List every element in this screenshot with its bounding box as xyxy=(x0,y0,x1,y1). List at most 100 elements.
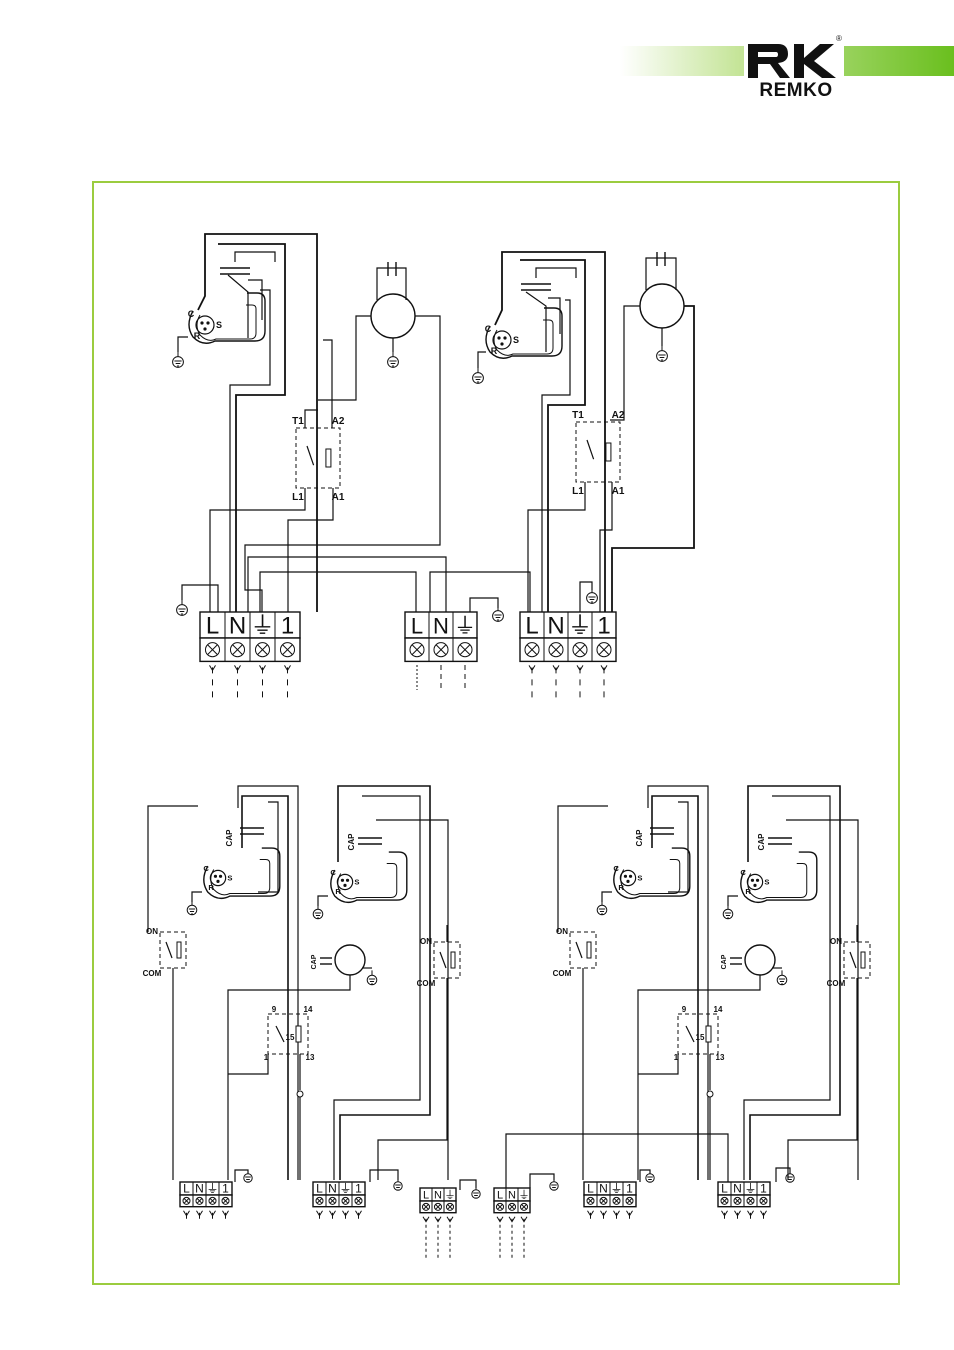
terminal-screw xyxy=(599,1196,608,1205)
screw-slot xyxy=(232,644,243,655)
wire xyxy=(318,315,371,401)
terminal-label: N xyxy=(433,613,449,638)
wire xyxy=(209,488,306,612)
wire xyxy=(228,1054,269,1075)
compressor-housing xyxy=(188,292,266,344)
switch-housing xyxy=(159,931,187,969)
compressor-terminal-cluster xyxy=(746,873,764,891)
terminal-label: L xyxy=(183,1182,190,1196)
compressor-label-c: C xyxy=(188,309,195,319)
wire xyxy=(525,291,547,352)
terminal-screw xyxy=(328,1196,337,1205)
tail-arrow xyxy=(446,1216,454,1223)
screw-slot xyxy=(435,644,447,655)
terminal-label: ⏚ xyxy=(206,1182,218,1196)
tail-arrow xyxy=(626,1210,633,1217)
compressor-label-r: R xyxy=(335,887,341,896)
terminal-label: ⏚ xyxy=(339,1182,351,1196)
wire xyxy=(197,233,318,612)
screw-slot xyxy=(329,1198,336,1204)
compressor-pin xyxy=(340,878,345,882)
terminal-label: ⏚ xyxy=(519,1189,530,1202)
tail-arrow xyxy=(496,1216,504,1223)
screw-slot xyxy=(509,1204,515,1210)
wire xyxy=(369,1169,399,1182)
wire xyxy=(317,895,328,906)
tail-arrow xyxy=(355,1210,362,1217)
remko-logo: ® REMKO xyxy=(744,34,844,100)
terminal-label: N xyxy=(328,1182,337,1196)
terminal-screw xyxy=(221,1196,230,1205)
wire xyxy=(645,257,677,290)
switch-contact xyxy=(849,951,857,969)
terminal-label: N xyxy=(508,1190,516,1202)
compressor-label-c: C xyxy=(203,864,209,873)
terminal-label: L xyxy=(497,1190,503,1202)
compressor-label-s: S xyxy=(764,878,769,887)
wire xyxy=(494,251,606,612)
compressor-label-r: R xyxy=(618,883,624,892)
switch-contact xyxy=(575,941,583,959)
wire xyxy=(244,315,441,612)
compressor-pin xyxy=(216,879,220,884)
compressor-label-s: S xyxy=(637,874,642,883)
wire xyxy=(229,289,271,612)
switch-coil xyxy=(860,951,866,969)
screw-slot xyxy=(282,644,293,655)
compressor-housing xyxy=(740,851,818,904)
screw-slot xyxy=(526,644,538,655)
wire xyxy=(599,482,613,612)
screw-slot xyxy=(447,1204,453,1210)
terminal-label: 1 xyxy=(355,1182,362,1196)
switch-label-com: COM xyxy=(553,969,572,978)
terminal-screw xyxy=(204,642,221,658)
terminal-screw xyxy=(433,1202,443,1211)
terminal-screw xyxy=(572,642,588,658)
compressor-label-r: R xyxy=(491,346,498,356)
wire xyxy=(651,795,699,1180)
terminal-label: ⏚ xyxy=(744,1182,756,1196)
tail-arrow xyxy=(183,1210,190,1217)
cap-label: CAP xyxy=(347,833,356,851)
relay-housing xyxy=(295,427,341,489)
fan-motor xyxy=(334,944,366,976)
contact-label-14: 14 xyxy=(714,1005,723,1014)
tail-arrow xyxy=(552,665,560,672)
wire xyxy=(786,819,859,1180)
switch-coil xyxy=(176,941,182,959)
screw-slot xyxy=(257,644,268,655)
wire xyxy=(469,597,499,612)
compressor-pin xyxy=(623,874,628,878)
compressor-label-c: C xyxy=(330,868,336,877)
compressor-housing xyxy=(203,847,281,900)
terminal-screw xyxy=(457,642,473,658)
wire xyxy=(227,274,249,338)
compressor-housing xyxy=(485,307,563,359)
wire-junction xyxy=(706,1090,714,1098)
terminal-label: N xyxy=(733,1182,742,1196)
wire xyxy=(638,1054,679,1075)
terminal-screw xyxy=(548,642,564,658)
terminal-screw xyxy=(182,1196,191,1205)
screw-slot xyxy=(316,1198,323,1204)
terminal-label: ⏚ xyxy=(610,1182,622,1196)
tail-arrow xyxy=(760,1210,767,1217)
contact-label-15: 15 xyxy=(286,1033,295,1042)
terminal-screw xyxy=(612,1196,621,1205)
terminal-label: 1 xyxy=(222,1182,229,1196)
ground-symbol xyxy=(186,904,198,916)
terminal-screw xyxy=(279,642,296,658)
compressor-housing-inner xyxy=(210,859,271,896)
terminal-screw xyxy=(195,1196,204,1205)
wire xyxy=(601,891,612,902)
relay-label-l1: L1 xyxy=(292,492,304,503)
terminal-screw xyxy=(495,1202,505,1211)
ground-symbol xyxy=(722,908,734,920)
terminal-label: 1 xyxy=(281,612,294,639)
wire xyxy=(787,978,858,1180)
screw-slot xyxy=(747,1198,754,1204)
ground-symbol xyxy=(645,1173,655,1183)
tail-arrow xyxy=(528,665,536,672)
